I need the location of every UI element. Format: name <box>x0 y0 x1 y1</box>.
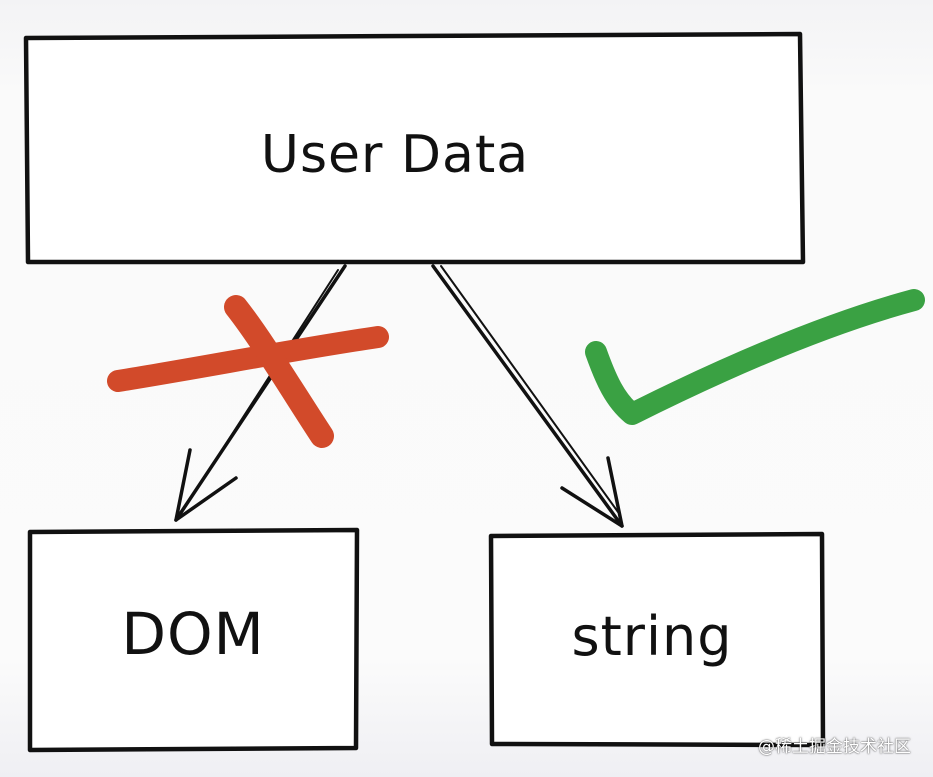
arrow-to-dom-head <box>174 448 238 522</box>
arrow-to-string <box>431 264 624 528</box>
user-data-label: User Data <box>261 125 529 185</box>
dom-box <box>27 527 360 753</box>
arrow-to-string-line-2 <box>440 265 619 513</box>
cross-mark-icon <box>107 295 389 448</box>
arrow-to-string-head <box>560 456 624 528</box>
string-box <box>488 531 826 748</box>
check-mark-icon <box>585 289 925 425</box>
string-label: string <box>571 605 732 668</box>
dom-label: DOM <box>121 600 264 668</box>
user-data-node: User Data <box>23 31 806 265</box>
check-mark-stroke <box>585 289 925 425</box>
string-node: string <box>488 531 826 748</box>
cross-mark-stroke-1 <box>107 326 389 392</box>
dom-node: DOM <box>27 527 360 753</box>
watermark-text: @稀土掘金技术社区 <box>758 737 911 757</box>
cross-mark-stroke-2 <box>224 295 334 448</box>
user-data-box <box>23 31 806 265</box>
arrow-to-dom <box>174 264 347 522</box>
arrow-to-string-line <box>431 264 624 528</box>
arrow-to-dom-line-2 <box>181 269 339 513</box>
